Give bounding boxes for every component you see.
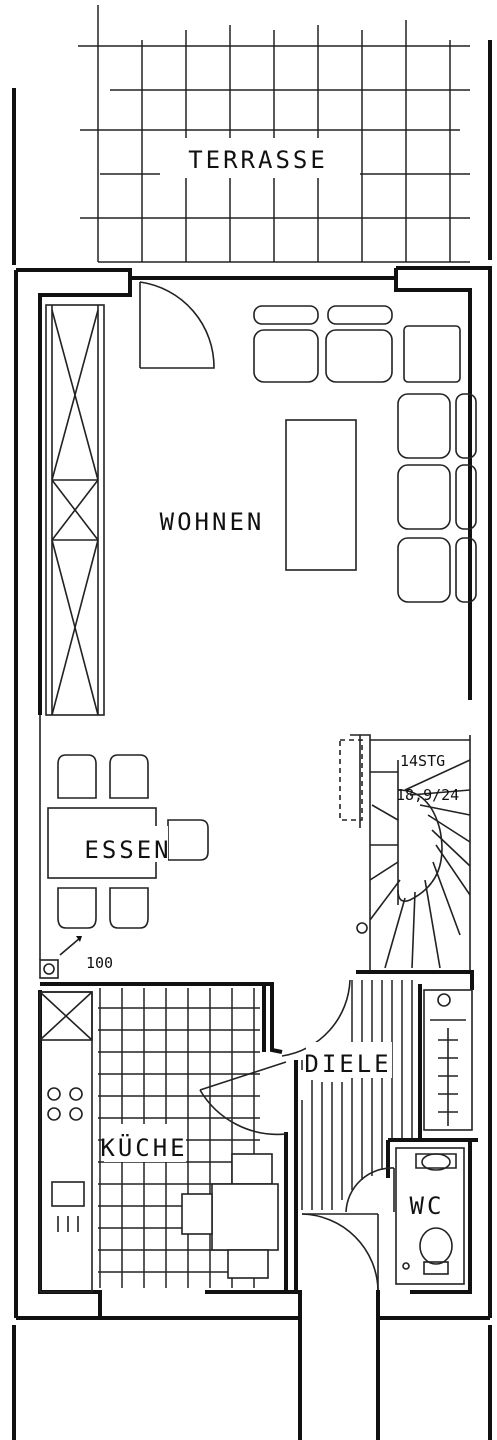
entrance-path [298,1318,380,1440]
hall-door [281,979,351,1057]
kitchen-label: KÜCHE [100,1133,187,1162]
level-marker: 100 [39,936,113,979]
hall-wardrobe [423,989,473,1131]
property-boundary-lines [12,40,492,1440]
terrace-door [139,281,215,369]
kitchen-partition [40,982,298,1292]
terrace-label: TERRASSE [188,146,328,174]
hall-label: DIELE [304,1050,391,1078]
staircase [339,734,471,973]
sofa-set [253,305,477,603]
hall-walls [356,970,478,1178]
terrace-label-background [160,138,360,178]
kitchen-label-background [104,1124,186,1162]
dining-room-label: ESSEN [84,836,171,864]
window-strip [45,304,105,716]
kitchen-table [181,1153,279,1279]
level-marker-label: 100 [86,954,113,972]
entrance-door [301,1213,379,1291]
kitchen-counter [39,991,93,1293]
wc-label-background [404,1186,450,1220]
stairs-dimension-label: 18,9/24 [396,786,459,804]
kitchen-door [199,1061,287,1136]
hall-label-background [306,1042,392,1078]
wc-label: WC [410,1192,445,1220]
stairs-count-label: 14STG [400,752,445,770]
terrace-paving-grid [78,5,470,263]
coffee-table [285,419,357,571]
wc-room [345,1147,465,1285]
dining-label-background [88,826,168,862]
living-room-label: WOHNEN [160,508,265,536]
